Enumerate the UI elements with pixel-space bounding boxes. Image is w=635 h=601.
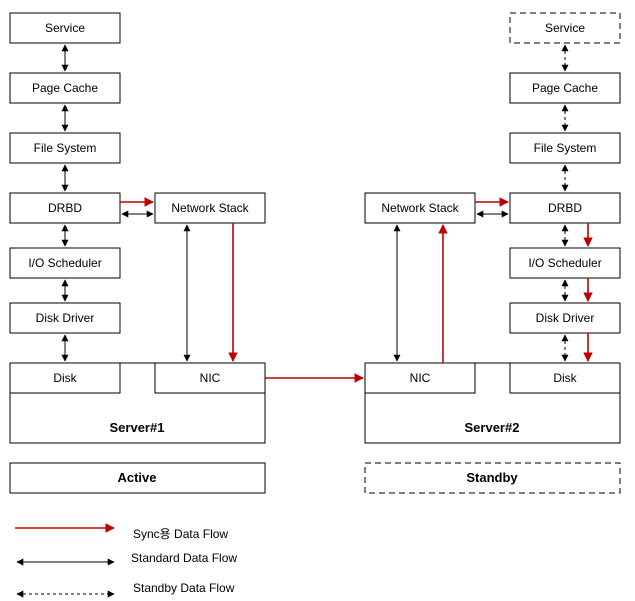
server2-role-box: Standby (364, 462, 621, 494)
server2-service-label: Service (545, 21, 585, 35)
server2-disk-driver-box: Disk Driver (509, 302, 621, 334)
server2-group: Server#2 Service Page Cache File System … (364, 12, 621, 494)
server2-disk-label: Disk (553, 371, 577, 385)
legend-sync-label: Sync용 Data Flow (133, 527, 228, 541)
server1-io-scheduler-box: I/O Scheduler (9, 247, 121, 279)
server1-io-scheduler-label: I/O Scheduler (28, 256, 101, 270)
server1-disk-label: Disk (53, 371, 77, 385)
server2-service-box: Service (509, 12, 621, 44)
server2-name: Server#2 (465, 420, 520, 435)
server1-disk-driver-label: Disk Driver (36, 311, 95, 325)
server2-disk-driver-label: Disk Driver (536, 311, 595, 325)
server1-group: Server#1 Service Page Cache File System … (9, 12, 266, 494)
server2-file-system-label: File System (534, 141, 597, 155)
server2-file-system-box: File System (509, 132, 621, 164)
server1-page-cache-box: Page Cache (9, 72, 121, 104)
server1-drbd-box: DRBD (9, 192, 121, 224)
legend-standby-item: Standby Data Flow (16, 581, 235, 598)
server2-role-label: Standby (466, 470, 518, 485)
server1-file-system-label: File System (34, 141, 97, 155)
server1-disk-driver-box: Disk Driver (9, 302, 121, 334)
server2-network-stack-box: Network Stack (364, 192, 476, 224)
server1-nic-label: NIC (200, 371, 221, 385)
server2-io-scheduler-box: I/O Scheduler (509, 247, 621, 279)
legend-standard-item: Standard Data Flow (16, 551, 237, 566)
server2-drbd-label: DRBD (548, 201, 582, 215)
server2-io-scheduler-label: I/O Scheduler (528, 256, 601, 270)
server2-nic-box: NIC (364, 362, 476, 394)
server1-role-label: Active (117, 470, 156, 485)
server1-role-box: Active (9, 462, 266, 494)
server2-network-stack-label: Network Stack (381, 201, 459, 215)
server1-disk-box: Disk (9, 362, 121, 394)
legend: Sync용 Data Flow Standard Data Flow Stand… (15, 523, 237, 598)
server2-page-cache-label: Page Cache (532, 81, 598, 95)
legend-sync-item: Sync용 Data Flow (15, 523, 228, 541)
server2-page-cache-box: Page Cache (509, 72, 621, 104)
server1-drbd-label: DRBD (48, 201, 82, 215)
server2-drbd-box: DRBD (509, 192, 621, 224)
server1-service-label: Service (45, 21, 85, 35)
legend-standard-label: Standard Data Flow (131, 551, 237, 565)
server1-file-system-box: File System (9, 132, 121, 164)
server2-nic-label: NIC (410, 371, 431, 385)
server1-network-stack-label: Network Stack (171, 201, 249, 215)
server1-network-stack-box: Network Stack (154, 192, 266, 224)
legend-standby-label: Standby Data Flow (133, 581, 235, 595)
server1-name: Server#1 (110, 420, 165, 435)
server1-service-box: Service (9, 12, 121, 44)
server2-disk-box: Disk (509, 362, 621, 394)
server1-nic-box: NIC (154, 362, 266, 394)
server1-page-cache-label: Page Cache (32, 81, 98, 95)
